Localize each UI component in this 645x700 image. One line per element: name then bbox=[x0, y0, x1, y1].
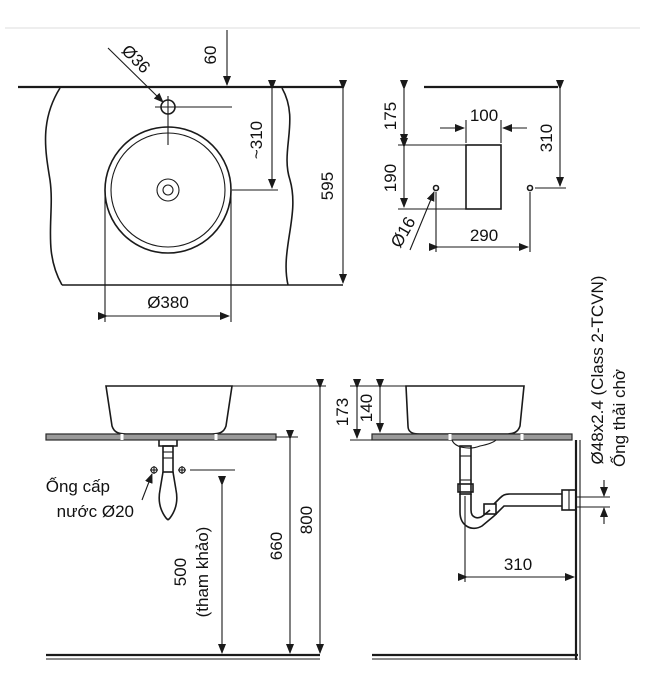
wall-layout-view: 175 100 310 190 Ø16 290 bbox=[381, 80, 566, 252]
countertop-break-right bbox=[281, 87, 294, 286]
dim-595-label: 595 bbox=[318, 172, 337, 200]
dim-310-bottom-label: 310 bbox=[504, 555, 532, 574]
pipe-spec-line2: Ống thải chờ bbox=[609, 369, 629, 467]
trap-right-curve bbox=[167, 471, 178, 521]
side-tailpiece bbox=[459, 445, 472, 495]
drain-inner-circle bbox=[162, 184, 174, 196]
dim-380-label: Ø380 bbox=[147, 293, 189, 312]
drain-tailpiece bbox=[162, 445, 174, 473]
drain-point bbox=[526, 184, 534, 192]
dim-660-label: 660 bbox=[267, 532, 286, 560]
drain-flange bbox=[158, 440, 178, 447]
dim-310-right-label: 310 bbox=[537, 124, 556, 152]
hole-leader bbox=[409, 191, 435, 251]
dim-faucet-hole-label: Ø36 bbox=[118, 41, 154, 77]
countertop-slab-side bbox=[371, 433, 573, 441]
countertop-break-left bbox=[44, 87, 63, 286]
ptrap-nut bbox=[483, 503, 497, 515]
cabinet-box bbox=[465, 144, 502, 210]
dim-175-label: 175 bbox=[381, 102, 400, 130]
ptrap-outer bbox=[459, 494, 495, 530]
dim-800-label: 800 bbox=[297, 506, 316, 534]
bowl-inner-circle bbox=[110, 132, 226, 248]
drain-fitting-curve bbox=[451, 439, 497, 449]
bowl-outer-circle bbox=[104, 126, 232, 254]
basin-front-outline bbox=[105, 385, 233, 435]
side-nut bbox=[457, 483, 474, 493]
dim-500-note: (tham khảo) bbox=[193, 527, 212, 618]
supply-label-line1: Ống cấp bbox=[46, 476, 110, 496]
plan-view: 60 Ø36 ~310 595 Ø380 bbox=[18, 30, 347, 322]
dim-173-label: 173 bbox=[333, 398, 352, 426]
front-elevation-view: Ống cấp nước Ø20 500 (tham khảo) 660 800 bbox=[45, 379, 326, 660]
waste-arm-bottom bbox=[493, 505, 562, 517]
countertop-slab bbox=[45, 433, 277, 441]
dim-290-label: 290 bbox=[470, 226, 498, 245]
supply-leader bbox=[141, 473, 153, 501]
dim-60-label: 60 bbox=[201, 46, 220, 65]
waste-arm-top bbox=[493, 493, 562, 505]
basin-side-outline bbox=[405, 385, 525, 435]
dim-190-label: 190 bbox=[381, 164, 400, 192]
side-elevation-view: 173 140 Ø48x2.4 (Class 2-TCVN) Ống thải … bbox=[333, 276, 629, 660]
faucet-hole-leader bbox=[107, 47, 164, 103]
supply-label-line2: nước Ø20 bbox=[57, 502, 134, 521]
trap-left-curve bbox=[158, 471, 169, 521]
dim-hole-label: Ø16 bbox=[387, 214, 420, 251]
dim-500-label: 500 bbox=[171, 558, 190, 586]
dim-drain-offset-label: ~310 bbox=[247, 121, 266, 159]
dim-100-label: 100 bbox=[470, 106, 498, 125]
drain-outer-circle bbox=[156, 178, 180, 202]
pipe-spec-line1: Ø48x2.4 (Class 2-TCVN) bbox=[588, 276, 607, 465]
ptrap-inner bbox=[470, 494, 491, 519]
dim-140-label: 140 bbox=[357, 394, 376, 422]
supply-hole bbox=[432, 184, 440, 192]
